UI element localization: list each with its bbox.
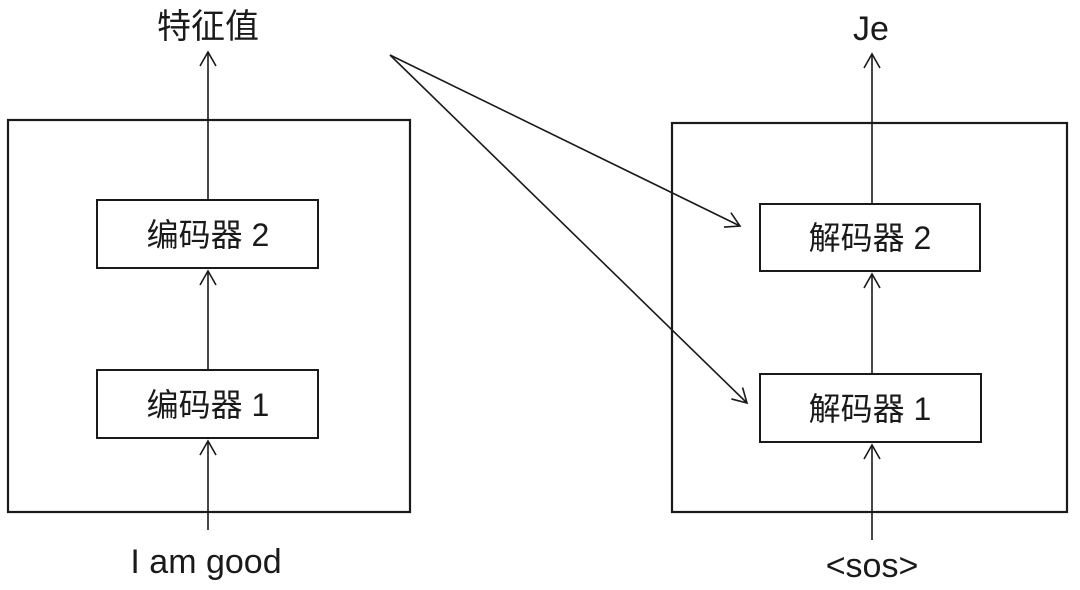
decoder-input-label: <sos> [826,547,919,585]
encoder-stack-box [6,118,412,514]
decoder-1-box [759,373,982,443]
encoder-2-label: 编码器 2 [147,217,270,253]
arrow-feature-to-decoder-1 [389,54,749,405]
encoder-1-box [96,369,319,439]
decoder-2-label: 解码器 2 [809,220,932,256]
encoder-input-label: I am good [130,543,281,581]
encoder-2-box [96,199,319,269]
decoder-1-label: 解码器 1 [809,391,932,427]
decoder-stack-box [670,121,1069,514]
arrow-feature-to-decoder-2 [389,54,742,228]
encoder-1-label: 编码器 1 [147,387,270,423]
encoder-output-label: 特征值 [157,8,259,46]
decoder-output-label: Je [853,10,889,48]
decoder-2-box [759,203,981,272]
